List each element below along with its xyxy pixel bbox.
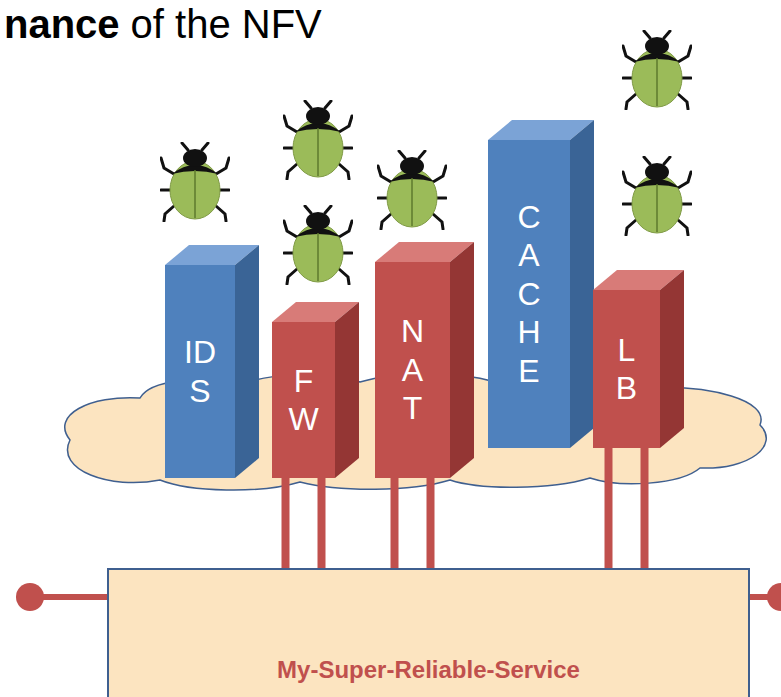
function-label: NAT xyxy=(397,312,429,427)
function-box: NAT xyxy=(375,262,450,478)
bug-icon xyxy=(284,101,352,179)
function-label: FW xyxy=(288,362,320,439)
service-box: My-Super-Reliable-Service xyxy=(107,568,750,697)
bug-icon xyxy=(161,143,229,221)
function-label: LB xyxy=(611,331,643,408)
bug-icon xyxy=(623,31,691,109)
title-fragment: of the NFV xyxy=(131,2,322,47)
box-side-face xyxy=(570,120,594,448)
bug-icon xyxy=(623,157,691,235)
box-side-face xyxy=(450,242,474,478)
box-side-face xyxy=(335,302,359,478)
function-box: IDS xyxy=(165,265,235,478)
function-box: CACHE xyxy=(488,140,570,448)
service-name: My-Super-Reliable-Service xyxy=(277,656,580,684)
function-label: IDS xyxy=(184,333,216,410)
function-box: LB xyxy=(593,290,660,448)
pipe-connector xyxy=(609,448,645,568)
function-label: CACHE xyxy=(513,198,545,390)
terminal-dot xyxy=(767,583,781,611)
bug-icon xyxy=(284,206,352,284)
box-side-face xyxy=(235,245,259,478)
function-box: FW xyxy=(272,322,335,478)
pipe-connector xyxy=(286,478,322,568)
bug-icon xyxy=(378,151,446,229)
title-fragment: nance xyxy=(4,2,120,47)
pipe-connector xyxy=(395,478,431,568)
terminal-dot xyxy=(16,583,44,611)
box-side-face xyxy=(660,270,684,448)
